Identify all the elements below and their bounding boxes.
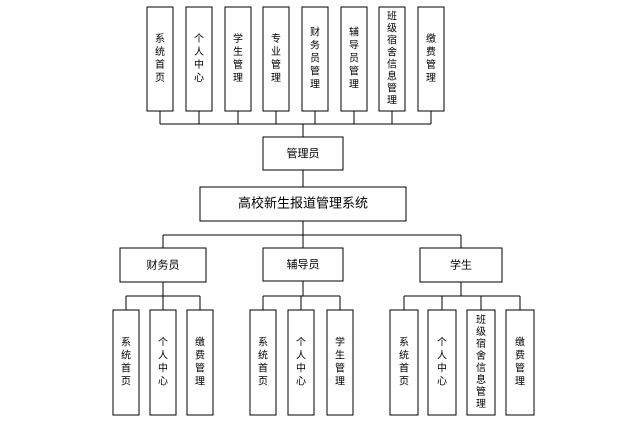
student-module-label: 班级宿舍信息管理 — [476, 314, 486, 410]
counselor-module-label: 系统首页 — [258, 337, 268, 388]
counselor-role-box: 辅导员 — [262, 247, 344, 282]
admin-module-label: 专业管理 — [271, 32, 281, 84]
student-module-box: 系统首页 — [389, 309, 419, 416]
system-root-label: 高校新生报道管理系统 — [238, 196, 368, 212]
admin-module-label: 财务员管理 — [310, 26, 320, 91]
counselor-module-box: 学生管理 — [326, 309, 354, 416]
admin-module-label: 学生管理 — [233, 32, 243, 84]
admin-module-box: 辅导员管理 — [340, 6, 368, 112]
diagram-nodes: 高校新生报道管理系统 管理员 财务员 辅导员 学生 系统首页个人中心学生管理专业… — [112, 6, 535, 416]
student-module-label: 系统首页 — [399, 337, 409, 388]
admin-module-box: 个人中心 — [185, 6, 213, 112]
admin-module-label: 辅导员管理 — [349, 26, 359, 91]
admin-role-box: 管理员 — [262, 136, 344, 171]
counselor-module-label: 学生管理 — [335, 336, 345, 388]
admin-module-box: 专业管理 — [262, 6, 290, 112]
finance-module-label: 系统首页 — [121, 337, 131, 388]
student-module-box: 班级宿舍信息管理 — [466, 309, 496, 416]
finance-module-box: 缴费管理 — [186, 309, 214, 416]
student-role-box: 学生 — [419, 247, 503, 283]
student-module-label: 缴费管理 — [515, 336, 525, 388]
student-module-box: 个人中心 — [427, 309, 457, 416]
admin-module-label: 个人中心 — [194, 33, 204, 84]
admin-module-box: 财务员管理 — [301, 6, 329, 112]
student-module-label: 个人中心 — [437, 337, 447, 388]
finance-module-box: 系统首页 — [112, 309, 140, 416]
admin-role-label: 管理员 — [287, 146, 320, 160]
counselor-module-box: 系统首页 — [249, 309, 277, 416]
counselor-role-label: 辅导员 — [287, 257, 320, 271]
admin-module-label: 班级宿舍信息管理 — [387, 11, 397, 107]
admin-module-box: 班级宿舍信息管理 — [378, 6, 406, 112]
finance-module-box: 个人中心 — [149, 309, 177, 416]
finance-module-label: 个人中心 — [158, 337, 168, 388]
counselor-module-box: 个人中心 — [287, 309, 315, 416]
student-role-label: 学生 — [450, 258, 472, 272]
admin-module-label: 系统首页 — [155, 33, 165, 84]
finance-role-label: 财务员 — [147, 258, 180, 272]
connector-lines — [125, 111, 521, 310]
admin-module-box: 学生管理 — [224, 6, 252, 112]
system-root-box: 高校新生报道管理系统 — [199, 186, 407, 222]
student-module-box: 缴费管理 — [505, 309, 535, 416]
admin-module-box: 缴费管理 — [417, 6, 445, 112]
admin-module-label: 缴费管理 — [426, 32, 436, 84]
finance-role-box: 财务员 — [119, 247, 207, 283]
counselor-module-label: 个人中心 — [296, 337, 306, 388]
finance-module-label: 缴费管理 — [195, 336, 205, 388]
admin-module-box: 系统首页 — [146, 6, 174, 112]
